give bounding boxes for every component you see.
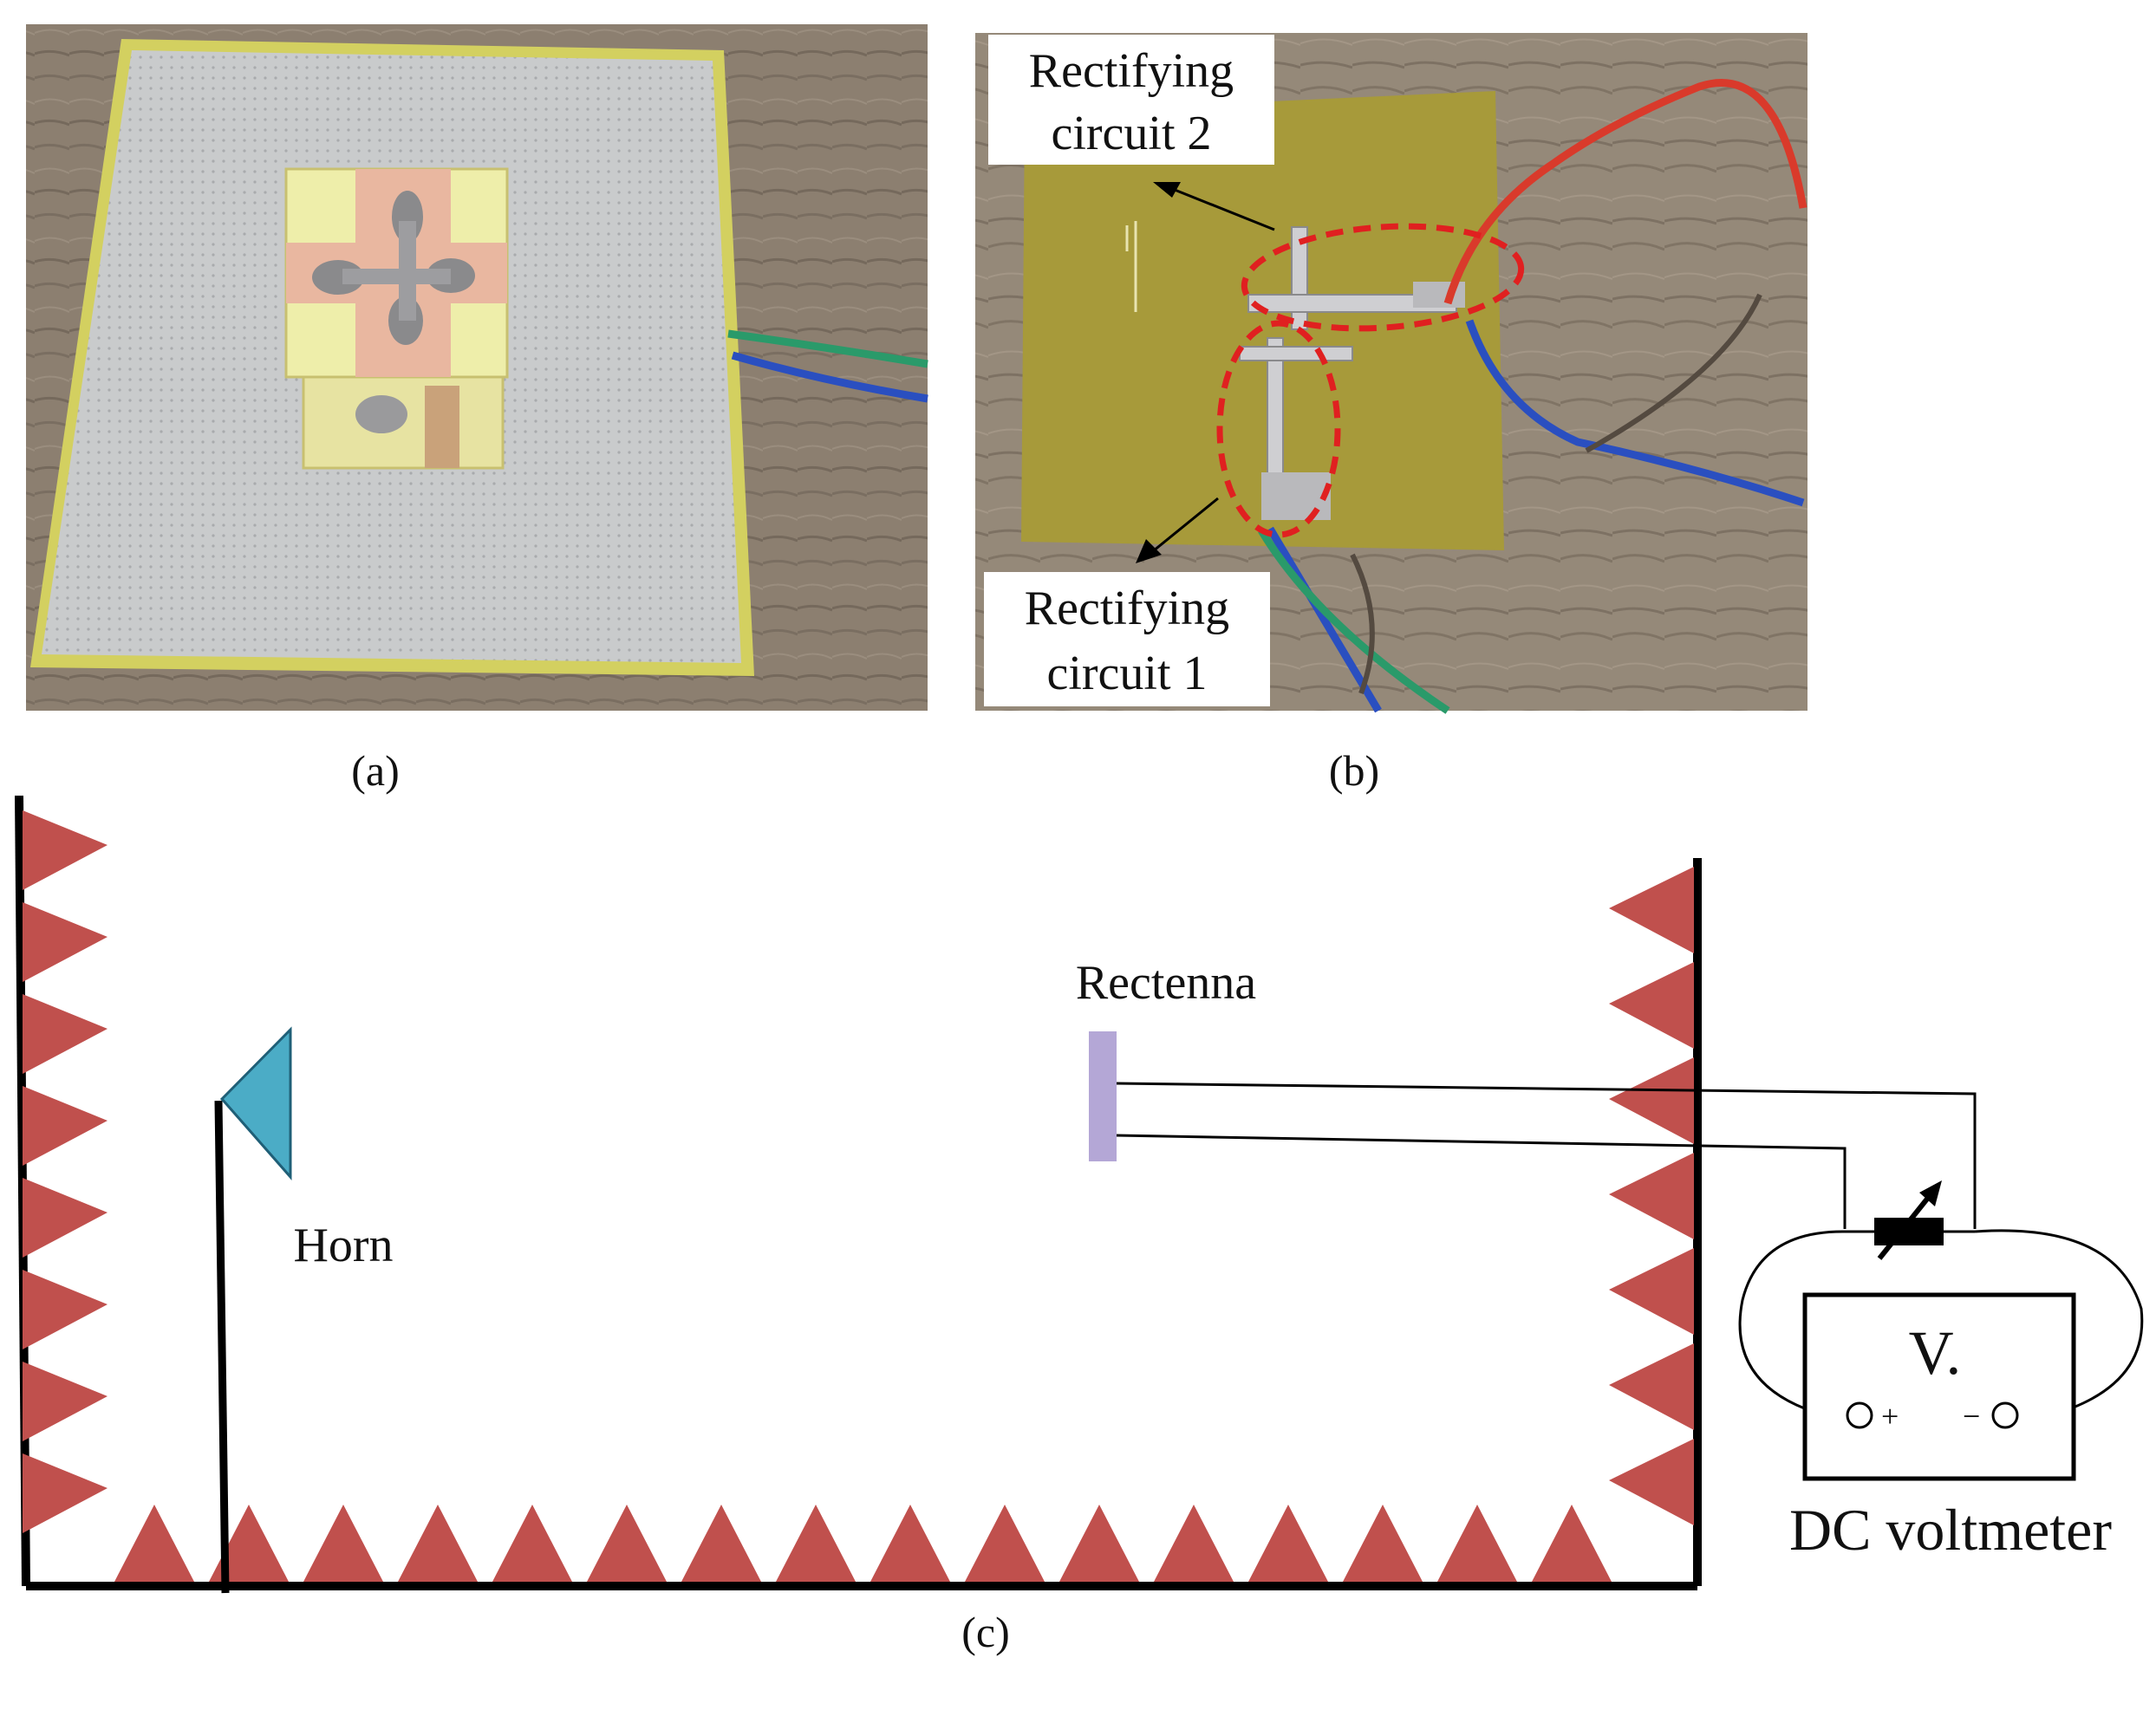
absorber-cone <box>1609 1248 1694 1335</box>
absorber-cone <box>1609 867 1694 953</box>
absorber-cone <box>776 1505 856 1582</box>
absorber-cone <box>1609 1057 1694 1144</box>
absorber-cone <box>23 810 107 890</box>
cable-blue <box>731 351 928 403</box>
callout-box-top <box>988 35 1274 165</box>
label-rectenna: Rectenna <box>1076 956 1256 1010</box>
absorber-cone <box>23 994 107 1074</box>
absorber-cone <box>1609 962 1694 1049</box>
callout-arrow-top <box>1165 185 1275 231</box>
feed-pad <box>425 386 459 468</box>
absorber-cone <box>398 1505 478 1582</box>
absorber-cone <box>1437 1505 1517 1582</box>
voltmeter-minus-sign: − <box>1963 1399 1980 1434</box>
absorber-cone <box>303 1505 383 1582</box>
arrowhead <box>1919 1180 1942 1206</box>
callout-ellipse-circuit-1 <box>1216 320 1341 538</box>
fr4-board <box>1021 91 1504 550</box>
circuit1-component <box>1261 472 1331 520</box>
absorber-cone <box>1609 1343 1694 1430</box>
left-wall-absorbers <box>23 810 107 1533</box>
cable-dark <box>1350 553 1375 695</box>
absorber-cone <box>1609 1153 1694 1239</box>
arrowhead <box>1136 539 1162 563</box>
cable-green <box>1258 528 1450 714</box>
absorber-cone <box>681 1505 761 1582</box>
cable-green <box>727 329 928 368</box>
floor-absorbers <box>114 1505 1612 1582</box>
solder-trace <box>342 269 451 284</box>
panel-a-photo <box>26 24 928 711</box>
callout-ellipse-circuit-2 <box>1241 223 1525 332</box>
absorber-cone <box>492 1505 572 1582</box>
caption-c: (c) <box>961 1608 1010 1656</box>
label-rectifying-circuit-2-line1: Rectifying <box>1029 44 1234 98</box>
callout-arrow-bottom <box>1148 497 1219 556</box>
voltmeter-minus-terminal <box>1991 1401 2019 1429</box>
voltmeter-plus-sign: + <box>1881 1399 1899 1434</box>
label-dc-voltmeter: DC voltmeter <box>1789 1497 2112 1563</box>
voltmeter-plus-terminal <box>1846 1401 1873 1429</box>
absorber-cone <box>23 1086 107 1166</box>
absorber-cone <box>23 902 107 982</box>
absorber-cone <box>587 1505 667 1582</box>
panel-b-photo <box>975 33 1808 714</box>
cable-dark <box>1585 293 1762 453</box>
cable-blue <box>1465 319 1805 507</box>
right-wall-absorbers <box>1609 867 1694 1525</box>
caption-a: (a) <box>351 746 400 795</box>
circuit1-trace <box>1239 346 1353 361</box>
rectenna <box>1089 1031 1117 1161</box>
absorber-cone <box>965 1505 1045 1582</box>
panel-c-diagram <box>15 795 2144 1594</box>
absorber-cone <box>1532 1505 1612 1582</box>
absorber-cone <box>23 1178 107 1258</box>
wire-rectenna-top <box>1116 1082 1977 1229</box>
variable-load-arrow <box>1877 1187 1938 1260</box>
voltmeter-symbol: V. <box>1909 1318 1962 1388</box>
absorber-cone <box>23 1453 107 1533</box>
label-horn: Horn <box>293 1219 393 1272</box>
wire-to-plus-terminal <box>1738 1230 1848 1417</box>
horn-antenna <box>219 1026 292 1180</box>
absorber-cone <box>1248 1505 1328 1582</box>
arrowhead <box>1153 182 1181 198</box>
cable-red <box>1443 79 1808 305</box>
solder-blob <box>355 395 407 433</box>
wire-rectenna-bottom <box>1116 1134 1847 1229</box>
absorber-cone <box>23 1362 107 1441</box>
absorber-cone <box>1154 1505 1234 1582</box>
caption-b: (b) <box>1329 746 1379 795</box>
wire-to-minus-terminal <box>1974 1229 2144 1417</box>
label-rectifying-circuit-1-line1: Rectifying <box>1025 582 1229 635</box>
absorber-cone <box>870 1505 950 1582</box>
absorber-cone <box>1059 1505 1139 1582</box>
absorber-cone <box>1343 1505 1423 1582</box>
dc-voltmeter <box>1802 1292 2076 1481</box>
label-rectifying-circuit-2-line2: circuit 2 <box>1051 107 1211 160</box>
absorber-cone <box>23 1270 107 1349</box>
absorber-cone <box>1609 1439 1694 1525</box>
absorber-cone <box>114 1505 194 1582</box>
horn-stand <box>214 1100 230 1594</box>
label-rectifying-circuit-1-line2: circuit 1 <box>1046 647 1207 700</box>
callout-box-bottom <box>984 572 1270 706</box>
